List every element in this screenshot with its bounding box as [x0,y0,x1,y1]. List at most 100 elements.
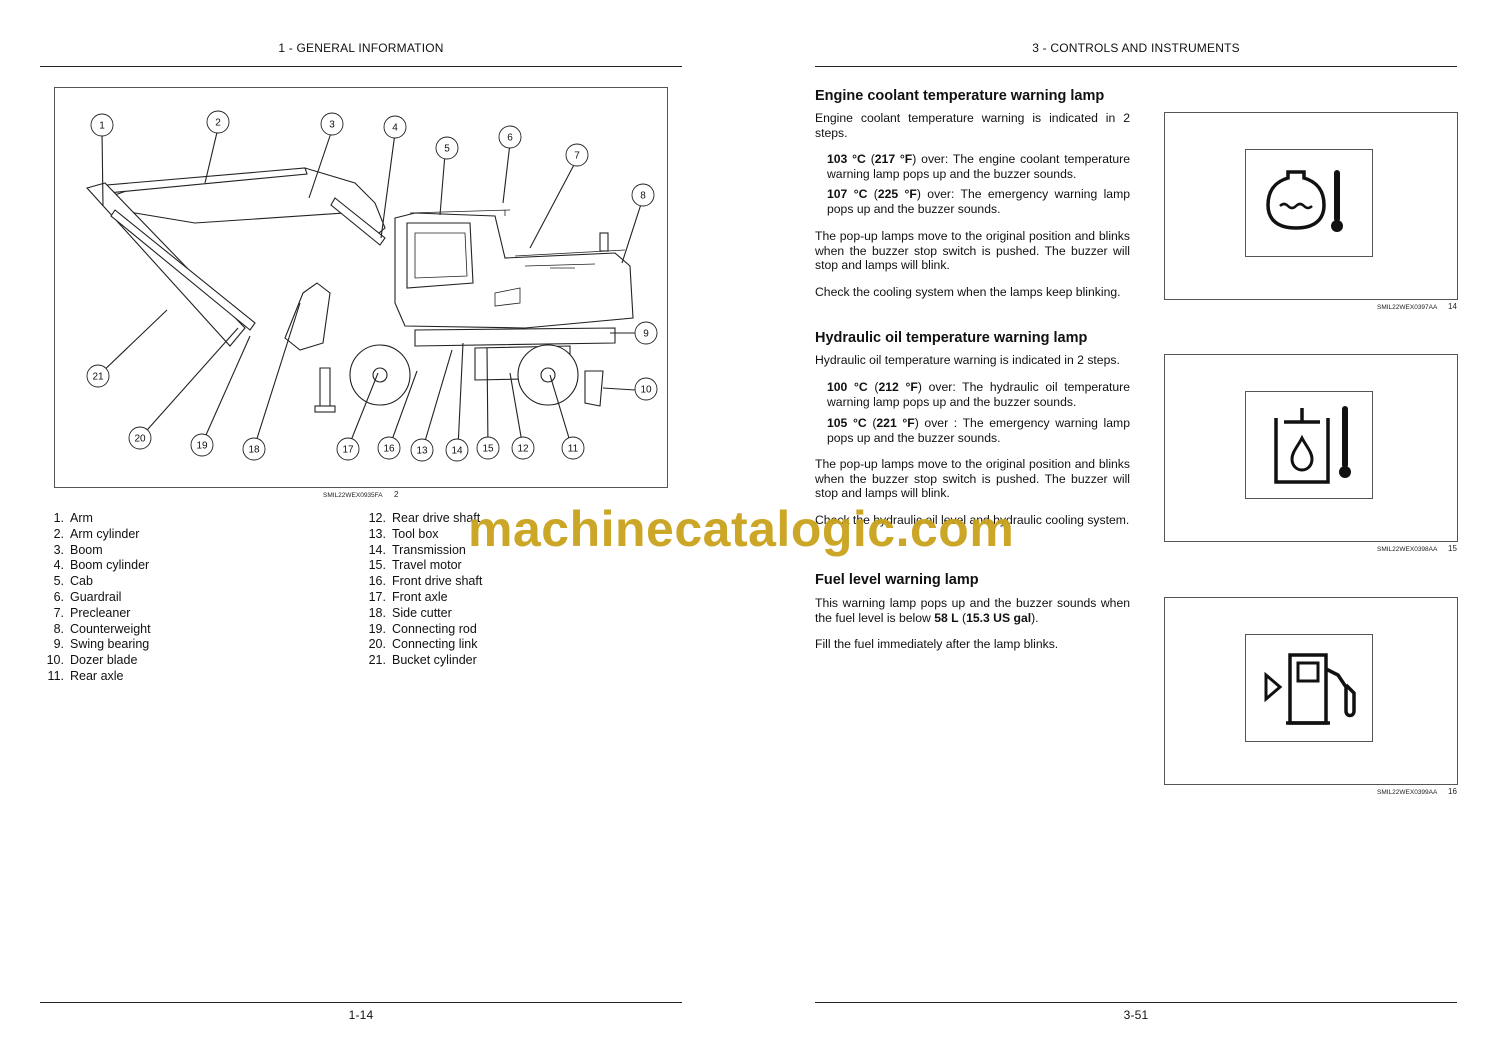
hydraulic-figure-code: SMIL22WEX0398AA [1377,546,1438,553]
dozer-blade-shape [584,370,604,407]
callout-14: 14 [445,438,469,462]
coolant-figure-number: 14 [1448,302,1457,311]
svg-text:21: 21 [92,372,104,383]
svg-text:10: 10 [640,385,652,396]
hydraulic-oil-temperature-icon [1274,406,1351,484]
excavator-figure: 1 2 3 4 5 6 7 8 9 10 11 12 13 14 15 16 1… [54,87,668,488]
fuel-pump-icon [1264,653,1356,725]
svg-text:7: 7 [574,151,580,162]
coolant-para4: Check the cooling system when the lamps … [815,285,1121,299]
fuel-para2: Fill the fuel immediately after the lamp… [815,637,1059,651]
legend-item: 7.Precleaner [53,605,131,620]
coolant-step1: 103 °C (217 °F) over: The engine coolant… [827,152,1130,181]
callout-15: 15 [476,436,500,460]
callout-4: 4 [383,115,407,139]
callout-9: 9 [634,321,658,345]
callout-8: 8 [631,183,655,207]
callout-5: 5 [435,136,459,160]
svg-text:14: 14 [451,446,463,457]
legend-item: 16.Front drive shaft [368,574,483,589]
left-page-header: 1 - GENERAL INFORMATION [278,41,444,55]
right-page-number: 3-51 [1123,1008,1149,1022]
legend-item: 4.Boom cylinder [53,558,150,573]
legend-item: 19.Connecting rod [368,621,477,636]
legend-item: 10.Dozer blade [46,653,138,668]
svg-text:18: 18 [248,445,260,456]
left-page-number: 1-14 [348,1008,374,1022]
hydraulic-figure [1164,354,1458,542]
bucket-cylinder-shape [110,209,256,331]
svg-text:11: 11 [568,444,579,455]
callout-18: 18 [242,437,266,461]
callout-13: 13 [410,438,434,462]
callout-7: 7 [565,143,589,167]
svg-text:19: 19 [196,441,208,452]
legend-item: 3.Boom [53,542,103,557]
legend-item: 14.Transmission [368,542,466,557]
excavator-drawing: 1 2 3 4 5 6 7 8 9 10 11 12 13 14 15 16 1… [85,110,658,462]
coolant-icon-frame [1245,149,1373,257]
svg-text:2: 2 [215,118,221,129]
undercarriage-shape [414,327,616,347]
legend-item: 5.Cab [53,574,93,589]
left-figure-number: 2 [394,490,399,499]
hydraulic-icon-frame [1245,391,1373,499]
coolant-step2: 107 °C (225 °F) over: The emergency warn… [827,187,1131,216]
callout-19: 19 [190,433,214,457]
svg-text:3: 3 [329,120,335,131]
cab-shape [406,222,474,289]
boom-cylinder-shape [330,197,386,246]
svg-text:17: 17 [342,445,354,456]
callout-2: 2 [206,110,230,134]
legend-item: 20.Connecting link [368,637,478,652]
svg-text:9: 9 [643,329,649,340]
bucket-shape [284,282,331,351]
callout-21: 21 [86,364,110,388]
legend-item: 2.Arm cylinder [53,526,140,541]
callout-11: 11 [561,436,585,460]
svg-text:20: 20 [134,434,146,445]
hydraulic-para4: Check the hydraulic oil level and hydrau… [815,513,1130,527]
legend-column-1: 1.Arm 2.Arm cylinder 3.Boom 4.Boom cylin… [40,511,340,685]
legend-item: 1.Arm [53,511,93,525]
hydraulic-step1: 100 °C (212 °F) over: The hydraulic oil … [827,380,1130,409]
right-footer-rule [815,1002,1457,1003]
legend-item: 13.Tool box [368,526,439,541]
legend-item: 12.Rear drive shaft [368,511,481,525]
callout-6: 6 [498,125,522,149]
coolant-intro: Engine coolant temperature warning is in… [815,111,1130,140]
left-figure-code: SMIL22WEX0935FA [323,492,383,499]
svg-text:15: 15 [482,444,494,455]
hydraulic-title: Hydraulic oil temperature warning lamp [815,330,1088,346]
legend-item: 18.Side cutter [368,605,452,620]
coolant-title: Engine coolant temperature warning lamp [815,88,1105,104]
svg-text:1: 1 [99,121,105,132]
legend-column-2: 12.Rear drive shaft 13.Tool box 14.Trans… [362,511,662,669]
coolant-temperature-icon [1266,170,1343,232]
fuel-title: Fuel level warning lamp [815,572,979,588]
fuel-para1: This warning lamp pops up and the buzzer… [815,596,1130,625]
svg-text:12: 12 [517,444,529,455]
fuel-icon-frame [1245,634,1373,742]
watermark: machinecatalogic.com [468,501,1015,557]
callout-10: 10 [634,377,658,401]
coolant-figure [1164,112,1458,300]
legend-item: 6.Guardrail [53,589,122,604]
legend-item: 11.Rear axle [47,668,124,683]
hydraulic-intro: Hydraulic oil temperature warning is ind… [815,353,1120,367]
callout-12: 12 [511,436,535,460]
legend-item: 8.Counterweight [53,621,151,636]
svg-text:6: 6 [507,133,513,144]
svg-text:5: 5 [444,144,450,155]
legend-item: 21.Bucket cylinder [368,653,477,668]
svg-text:8: 8 [640,191,646,202]
callout-20: 20 [128,426,152,450]
callout-17: 17 [336,437,360,461]
callout-1: 1 [90,113,114,137]
left-header-rule [40,66,682,67]
coolant-figure-code: SMIL22WEX0397AA [1377,304,1438,311]
left-footer-rule [40,1002,682,1003]
svg-text:13: 13 [416,446,428,457]
svg-text:16: 16 [383,444,395,455]
legend-item: 17.Front axle [368,589,448,604]
